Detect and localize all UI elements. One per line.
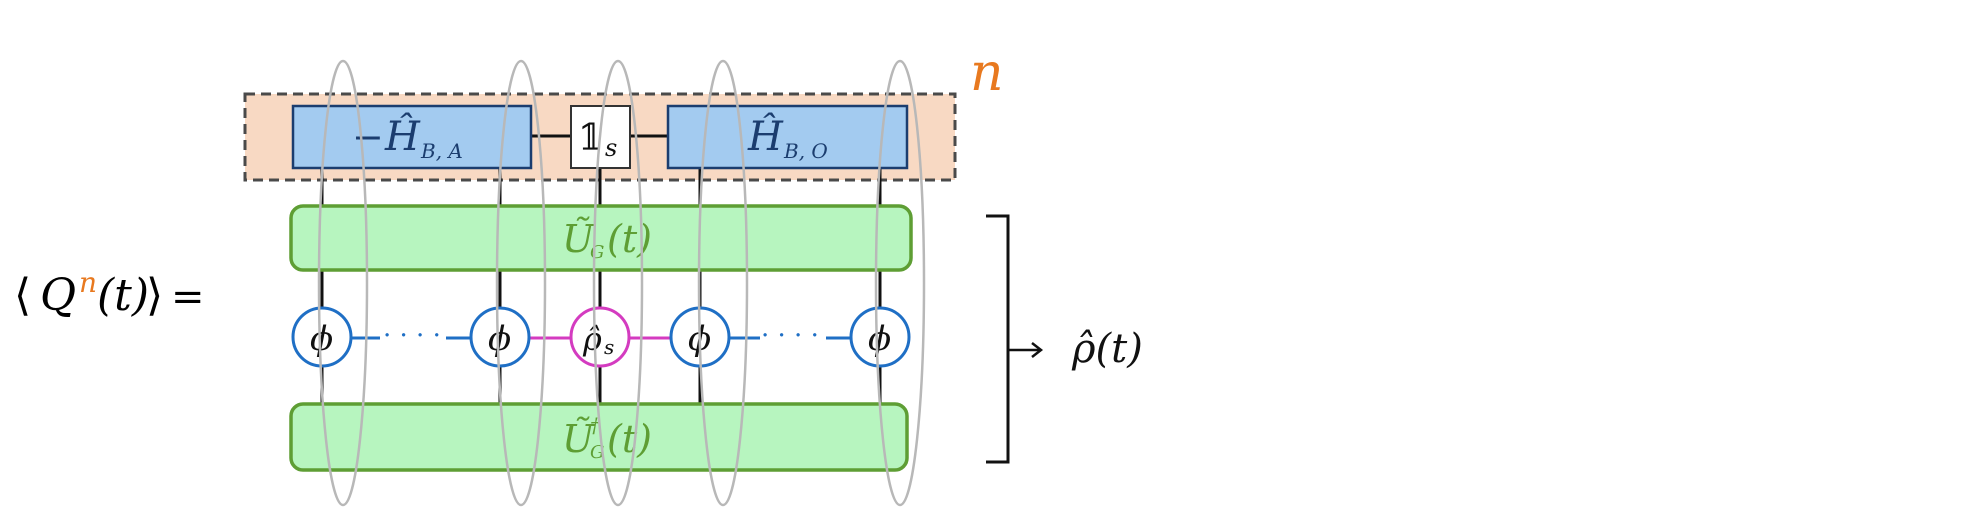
unitary-top-argument: (t) — [607, 217, 652, 261]
phi-node: ϕ — [849, 306, 911, 368]
phi-label: ϕ — [488, 319, 511, 359]
unitary-bottom-dagger: † — [590, 413, 601, 437]
phi-label: ϕ — [310, 319, 333, 359]
trace-loop — [317, 59, 369, 507]
lhs-equals-sign: = — [171, 274, 205, 320]
trace-loop — [592, 59, 644, 507]
lhs-exponent-n: n — [79, 266, 97, 299]
phi-node: ϕ — [469, 306, 531, 368]
rho-t-label: ρ̂(t) — [1071, 326, 1143, 372]
lhs-expression: ⟨ Q n (t) ⟩ = — [14, 266, 205, 321]
lhs-q-symbol: Q — [40, 270, 76, 321]
rho-s-node: ρ̂ s — [569, 306, 631, 368]
rho-s-subscript: s — [604, 335, 614, 359]
identity-subscript: s — [605, 134, 617, 162]
trace-loop — [697, 59, 749, 507]
rho-s-symbol: ρ̂ — [582, 320, 602, 358]
density-matrix-bracket — [986, 214, 1010, 464]
hamiltonian-box-left — [291, 104, 533, 170]
power-n-label: n — [970, 43, 1004, 103]
lhs-open-bracket: ⟨ — [14, 270, 31, 321]
hamiltonian-left-subscript: B, A — [420, 139, 463, 163]
hamiltonian-right-subscript: B, O — [783, 139, 828, 163]
unitary-top-symbol: Ũ — [562, 217, 596, 261]
middle-upper-wires — [320, 270, 882, 308]
hamiltonian-right-symbol: Ĥ — [747, 113, 784, 160]
unitary-top-box — [289, 204, 913, 272]
trace-loop — [495, 59, 547, 507]
hamiltonian-left-symbol: Ĥ — [384, 113, 421, 160]
hamiltonian-left-minus: − — [352, 115, 384, 159]
lhs-time-argument: (t) — [97, 270, 149, 321]
bracket-arrow-head — [1031, 342, 1044, 358]
lhs-close-bracket: ⟩ — [146, 270, 163, 321]
middle-lower-wires — [320, 366, 882, 404]
phi-node: ϕ — [291, 306, 353, 368]
unitary-top-subscript: G — [590, 242, 604, 263]
ellipsis-left: · · · · — [383, 321, 441, 351]
unitary-bottom-argument: (t) — [607, 417, 652, 461]
ellipsis-right: · · · · — [761, 321, 819, 351]
unitary-bottom-symbol: Ũ — [562, 417, 596, 461]
phi-label: ϕ — [868, 319, 891, 359]
trace-loops — [317, 59, 926, 507]
trace-loop — [874, 59, 926, 507]
